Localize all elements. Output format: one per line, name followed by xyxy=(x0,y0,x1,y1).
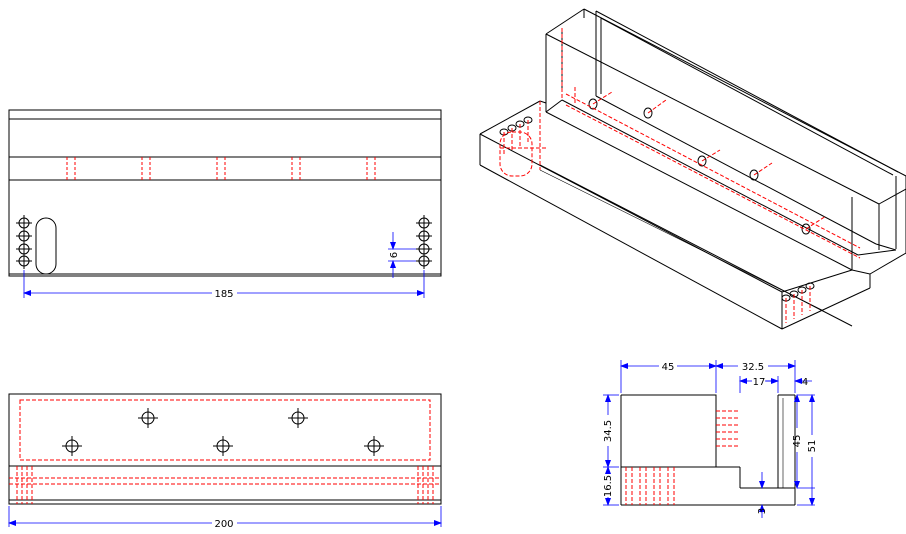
front-dimension-185 xyxy=(23,270,425,298)
dim-front-width: 185 xyxy=(214,289,233,300)
dim-side-total-height: 51 xyxy=(807,440,818,453)
isometric-hidden-lines xyxy=(499,28,861,323)
side-view xyxy=(620,394,796,506)
plan-view xyxy=(8,393,442,505)
plan-dimension-200 xyxy=(8,506,442,527)
dim-side-inner-width: 17 xyxy=(753,377,766,388)
plan-hidden-lines xyxy=(9,399,441,504)
dim-plan-width: 200 xyxy=(214,519,233,530)
front-right-holes xyxy=(416,215,432,269)
dim-front-hole-spacing: 6 xyxy=(389,252,400,258)
plan-holes xyxy=(62,408,384,456)
dim-side-bottom-gap: 3 xyxy=(757,508,768,514)
dim-side-upper-height: 34.5 xyxy=(603,420,614,442)
dim-side-top-width: 45 xyxy=(662,362,675,373)
dim-side-lower-height: 16.5 xyxy=(603,475,614,497)
front-view xyxy=(8,109,442,277)
isometric-view xyxy=(479,8,906,330)
side-hidden-lines xyxy=(625,410,740,505)
dim-side-wall: 4 xyxy=(802,377,808,388)
front-dimension-6 xyxy=(388,232,416,278)
dim-side-right-width: 32.5 xyxy=(742,362,764,373)
front-hidden-holes xyxy=(66,157,376,180)
front-left-holes xyxy=(16,215,32,269)
front-slot xyxy=(35,217,57,275)
side-dimensions xyxy=(603,360,815,518)
dim-side-inner-height: 45 xyxy=(792,435,803,448)
